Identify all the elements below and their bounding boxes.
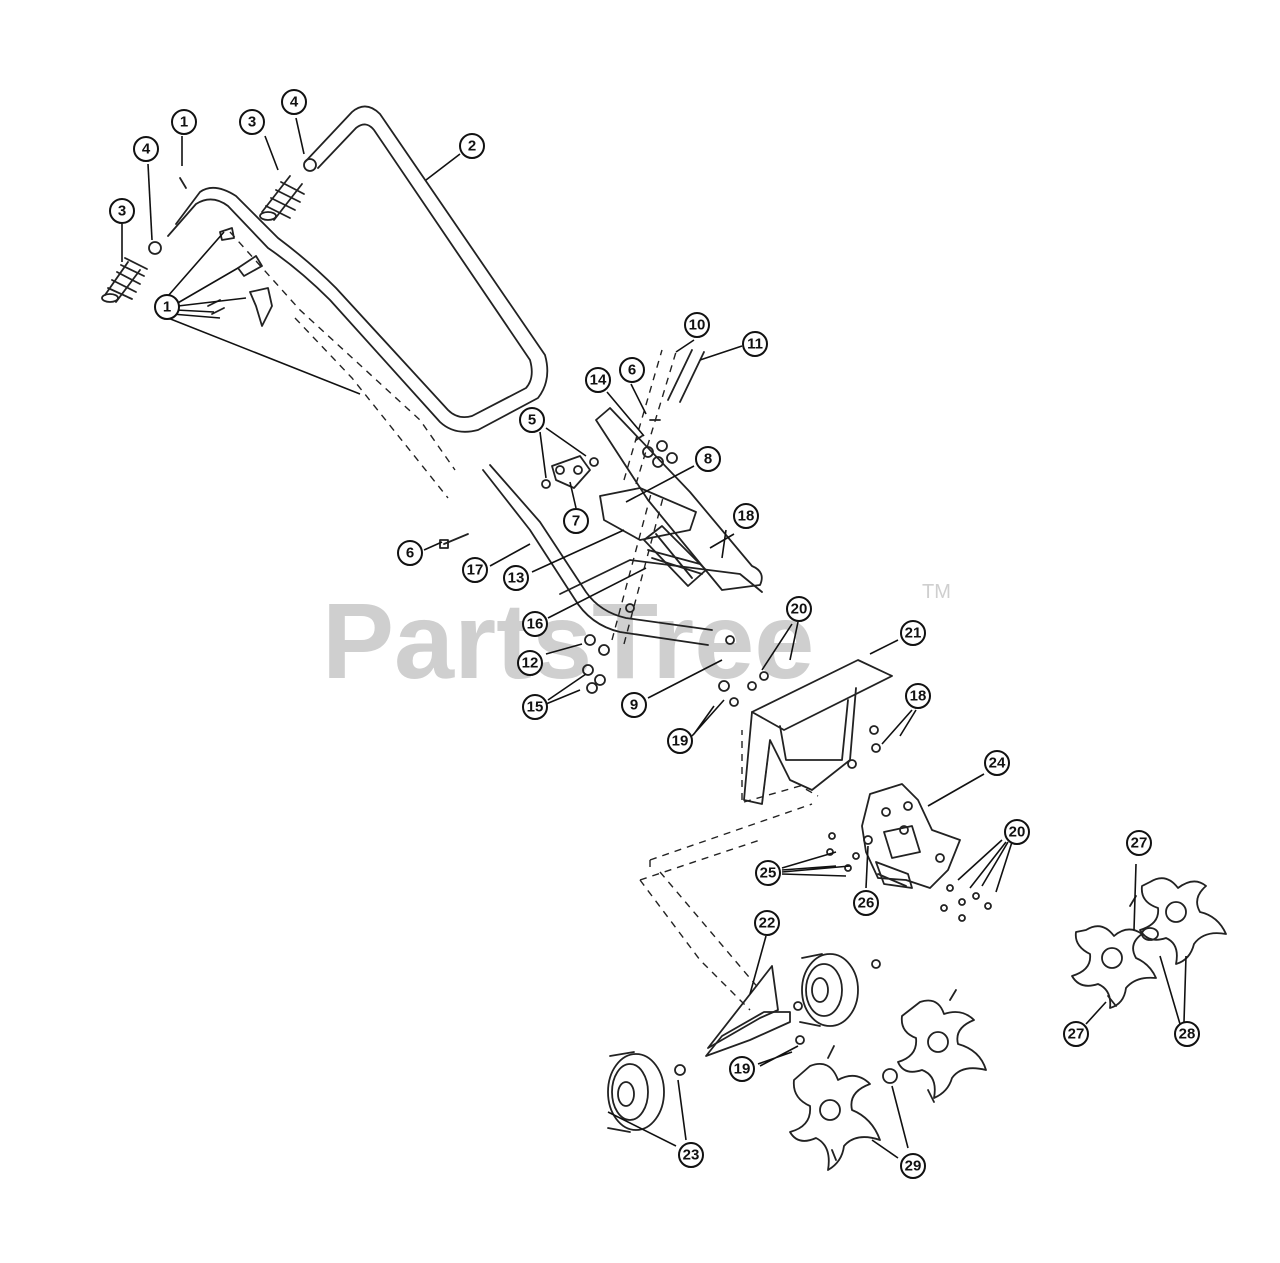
callout-4-left: 4 — [133, 136, 159, 162]
handle-grip-left — [101, 257, 148, 303]
spring — [643, 525, 707, 587]
svg-text:16: 16 — [527, 616, 544, 633]
tine-assembly-right — [1071, 877, 1227, 1009]
svg-text:28: 28 — [1179, 1026, 1196, 1043]
callout-15: 15 — [522, 694, 548, 720]
svg-text:1: 1 — [163, 299, 171, 316]
callout-1-top: 1 — [171, 109, 197, 135]
svg-text:3: 3 — [248, 114, 256, 131]
tine-assembly-center — [897, 989, 987, 1103]
control-lever-parts — [207, 227, 273, 327]
svg-text:4: 4 — [290, 94, 299, 111]
svg-text:15: 15 — [527, 699, 544, 716]
leader-lines — [121, 117, 1187, 1159]
handle-grip-right — [259, 175, 305, 221]
callout-20-upper: 20 — [786, 596, 812, 622]
svg-text:27: 27 — [1131, 835, 1148, 852]
lower-handle — [482, 407, 763, 646]
tine-assembly-left — [789, 1045, 898, 1171]
svg-text:23: 23 — [683, 1147, 700, 1164]
callout-24: 24 — [984, 750, 1010, 776]
handle-tube — [611, 349, 677, 645]
callout-10: 10 — [684, 312, 710, 338]
svg-text:18: 18 — [910, 688, 927, 705]
bolt-6 — [439, 533, 469, 549]
watermark-trademark: TM — [922, 581, 951, 603]
svg-text:24: 24 — [989, 755, 1006, 772]
callout-7: 7 — [563, 508, 589, 534]
callout-3-right: 3 — [239, 109, 265, 135]
watermark: PartsTree — [322, 580, 814, 701]
callout-27-upper: 27 — [1126, 830, 1152, 856]
svg-text:29: 29 — [905, 1158, 922, 1175]
callout-26: 26 — [853, 890, 879, 916]
svg-text:13: 13 — [508, 570, 525, 587]
wheel-upper — [799, 953, 859, 1027]
callout-2: 2 — [459, 133, 485, 159]
callout-16: 16 — [522, 611, 548, 637]
callout-14: 14 — [585, 367, 611, 393]
svg-text:22: 22 — [759, 915, 776, 932]
callout-9: 9 — [621, 692, 647, 718]
svg-text:26: 26 — [858, 895, 875, 912]
callout-6-upper: 6 — [619, 357, 645, 383]
svg-text:3: 3 — [118, 203, 126, 220]
callout-19-lower: 19 — [729, 1056, 755, 1082]
callout-29: 29 — [900, 1153, 926, 1179]
svg-text:20: 20 — [791, 601, 808, 618]
wheel-lower — [607, 1051, 686, 1133]
callout-27-lower: 27 — [1063, 1021, 1089, 1047]
height-bolts — [635, 349, 705, 468]
svg-text:7: 7 — [572, 513, 580, 530]
callout-25: 25 — [755, 860, 781, 886]
svg-text:11: 11 — [747, 336, 763, 353]
svg-text:25: 25 — [760, 865, 777, 882]
callout-19-upper: 19 — [667, 728, 693, 754]
callout-6-left: 6 — [397, 540, 423, 566]
svg-text:9: 9 — [630, 697, 638, 714]
svg-text:10: 10 — [689, 317, 706, 334]
svg-text:1: 1 — [180, 114, 188, 131]
drag-bar-frame — [639, 730, 819, 1011]
callout-23: 23 — [678, 1142, 704, 1168]
svg-text:14: 14 — [590, 372, 607, 389]
callout-1-left: 1 — [154, 294, 180, 320]
callout-21: 21 — [900, 620, 926, 646]
callout-13: 13 — [503, 565, 529, 591]
callout-8: 8 — [695, 446, 721, 472]
transmission — [826, 783, 992, 922]
svg-text:8: 8 — [704, 451, 712, 468]
svg-text:19: 19 — [672, 733, 689, 750]
callout-5: 5 — [519, 407, 545, 433]
svg-text:19: 19 — [734, 1061, 751, 1078]
svg-text:4: 4 — [142, 141, 151, 158]
callout-22: 22 — [754, 910, 780, 936]
svg-text:21: 21 — [905, 625, 922, 642]
svg-text:2: 2 — [468, 138, 476, 155]
callout-20-lower: 20 — [1004, 819, 1030, 845]
svg-text:12: 12 — [522, 655, 539, 672]
callout-11: 11 — [742, 331, 768, 357]
svg-text:6: 6 — [628, 362, 636, 379]
svg-text:18: 18 — [738, 508, 755, 525]
callout-4-right: 4 — [281, 89, 307, 115]
grip-caps — [148, 158, 317, 255]
svg-text:5: 5 — [528, 412, 536, 429]
svg-text:20: 20 — [1009, 824, 1026, 841]
callout-17: 17 — [462, 557, 488, 583]
svg-text:17: 17 — [467, 562, 484, 579]
upper-handle — [167, 105, 549, 433]
control-cables — [179, 177, 456, 499]
small-hardware-12-15 — [582, 603, 735, 694]
wheel-axle-bracket — [705, 959, 881, 1057]
callout-3-left: 3 — [109, 198, 135, 224]
svg-text:6: 6 — [406, 545, 414, 562]
callout-28: 28 — [1174, 1021, 1200, 1047]
callout-12: 12 — [517, 650, 543, 676]
svg-text:27: 27 — [1068, 1026, 1085, 1043]
callout-18-lower: 18 — [905, 683, 931, 709]
callout-18-upper: 18 — [733, 503, 759, 529]
bracket-7 — [541, 455, 599, 489]
